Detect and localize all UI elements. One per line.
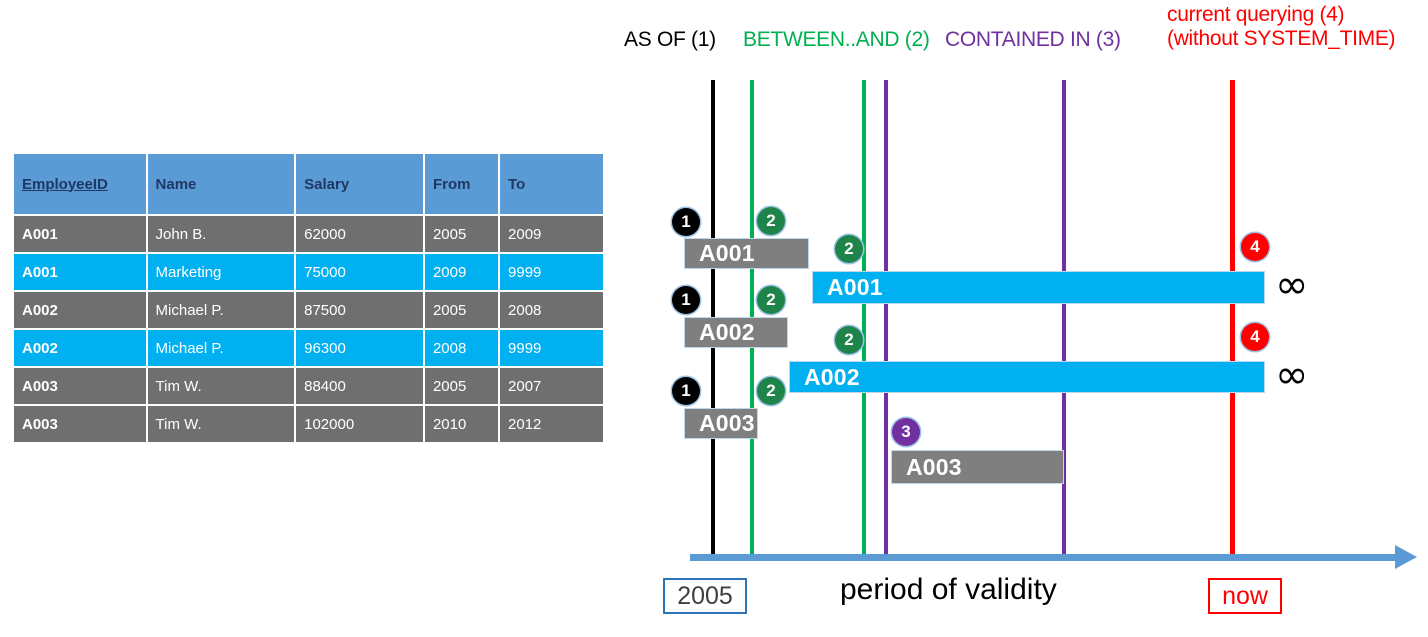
- cell-salary: 75000: [296, 254, 423, 290]
- badge-current-row2: 4: [1241, 233, 1269, 261]
- table-row: A003 Tim W. 88400 2005 2007: [14, 368, 603, 404]
- badge-as-of-row3: 1: [672, 286, 700, 314]
- legend-current-line1: current querying (4): [1167, 3, 1345, 26]
- legend-current-querying: current querying (4) (without SYSTEM_TIM…: [1167, 3, 1396, 51]
- cell-name: Michael P.: [147, 292, 295, 328]
- temporal-query-diagram: AS OF (1) BETWEEN..AND (2) CONTAINED IN …: [600, 0, 1428, 637]
- legend-between-and: BETWEEN..AND (2): [743, 28, 930, 51]
- bar-a002-historic: A002: [684, 317, 788, 348]
- badge-between-row5: 2: [757, 377, 785, 405]
- marker-line-now: [1230, 80, 1235, 558]
- bar-a001-current: A001: [812, 271, 1265, 304]
- bar-a003-historic-early: A003: [684, 408, 758, 439]
- cell-to: 9999: [500, 254, 603, 290]
- cell-to: 9999: [500, 330, 603, 366]
- bar-a002-current: A002: [789, 361, 1265, 393]
- badge-as-of-row5: 1: [672, 377, 700, 405]
- timeline-arrow-icon: [1395, 545, 1417, 569]
- badge-current-row4: 4: [1241, 323, 1269, 351]
- badge-between-row4: 2: [835, 326, 863, 354]
- column-header-salary: Salary: [296, 154, 423, 214]
- table-row: A002 Michael P. 87500 2005 2008: [14, 292, 603, 328]
- column-header-to: To: [500, 154, 603, 214]
- cell-salary: 102000: [296, 406, 423, 442]
- axis-title: period of validity: [840, 573, 1057, 606]
- cell-from: 2009: [424, 254, 499, 290]
- cell-salary: 88400: [296, 368, 423, 404]
- cell-employeeid: A002: [14, 330, 146, 366]
- table-row: A002 Michael P. 96300 2008 9999: [14, 330, 603, 366]
- cell-salary: 87500: [296, 292, 423, 328]
- badge-between-row2: 2: [835, 235, 863, 263]
- cell-name: Tim W.: [147, 406, 295, 442]
- axis-start-label: 2005: [663, 578, 747, 614]
- badge-contained-row6: 3: [892, 418, 920, 446]
- cell-employeeid: A002: [14, 292, 146, 328]
- cell-name: Marketing: [147, 254, 295, 290]
- badge-as-of-row1: 1: [672, 208, 700, 236]
- column-header-from: From: [424, 154, 499, 214]
- badge-between-row3: 2: [757, 286, 785, 314]
- infinity-symbol-a001: ∞: [1275, 262, 1309, 308]
- cell-to: 2012: [500, 406, 603, 442]
- cell-employeeid: A003: [14, 368, 146, 404]
- cell-from: 2010: [424, 406, 499, 442]
- badge-between-row1: 2: [757, 207, 785, 235]
- column-header-employeeid: EmployeeID: [14, 154, 146, 214]
- timeline-axis: [690, 554, 1400, 561]
- cell-from: 2008: [424, 330, 499, 366]
- legend-as-of: AS OF (1): [624, 28, 716, 51]
- infinity-symbol-a002: ∞: [1275, 352, 1309, 398]
- column-header-name: Name: [147, 154, 295, 214]
- marker-line-contained-start: [884, 80, 888, 558]
- cell-employeeid: A001: [14, 254, 146, 290]
- table-row: A001 John B. 62000 2005 2009: [14, 216, 603, 252]
- cell-from: 2005: [424, 368, 499, 404]
- table-header-row: EmployeeID Name Salary From To: [14, 154, 603, 214]
- cell-name: Tim W.: [147, 368, 295, 404]
- table-row: A001 Marketing 75000 2009 9999: [14, 254, 603, 290]
- bar-a001-historic: A001: [684, 238, 809, 269]
- column-header-employeeid-label: EmployeeID: [22, 175, 108, 193]
- cell-employeeid: A003: [14, 406, 146, 442]
- marker-line-between-end: [862, 80, 866, 558]
- cell-salary: 62000: [296, 216, 423, 252]
- bar-a003-historic-late: A003: [891, 450, 1064, 484]
- cell-from: 2005: [424, 216, 499, 252]
- cell-to: 2007: [500, 368, 603, 404]
- marker-line-contained-end: [1062, 80, 1066, 558]
- cell-to: 2008: [500, 292, 603, 328]
- cell-from: 2005: [424, 292, 499, 328]
- employee-history-table: EmployeeID Name Salary From To A001 John…: [12, 152, 605, 444]
- axis-now-label: now: [1208, 578, 1282, 614]
- legend-contained-in: CONTAINED IN (3): [945, 28, 1121, 51]
- table-row: A003 Tim W. 102000 2010 2012: [14, 406, 603, 442]
- legend-current-line2: (without SYSTEM_TIME): [1167, 27, 1396, 51]
- cell-name: John B.: [147, 216, 295, 252]
- cell-to: 2009: [500, 216, 603, 252]
- cell-salary: 96300: [296, 330, 423, 366]
- cell-employeeid: A001: [14, 216, 146, 252]
- cell-name: Michael P.: [147, 330, 295, 366]
